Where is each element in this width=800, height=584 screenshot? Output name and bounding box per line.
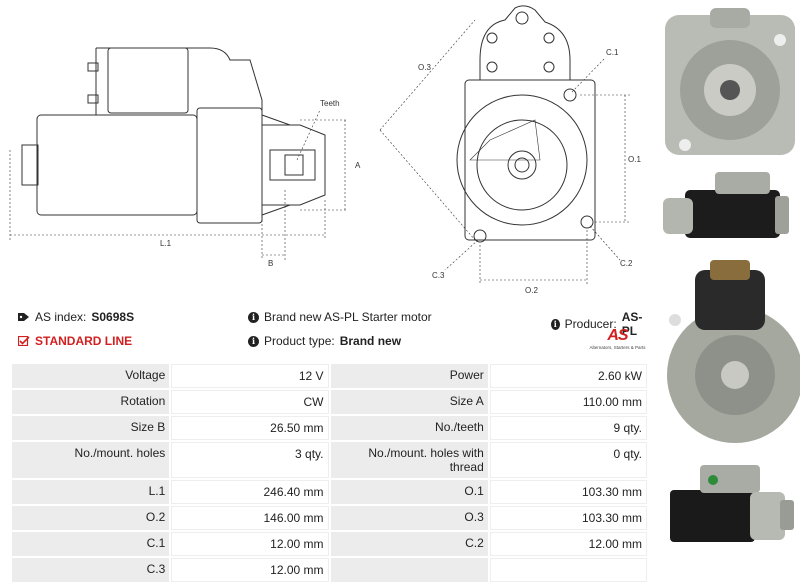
label-o1: O.1 xyxy=(628,155,641,164)
spec-value: 146.00 mm xyxy=(171,506,329,530)
label-o2: O.2 xyxy=(525,286,538,295)
product-info: AS index: S0698S STANDARD LINE i Brand n… xyxy=(10,305,650,357)
product-type: i Product type: Brand new xyxy=(248,334,401,348)
spec-label: Voltage xyxy=(12,364,170,388)
spec-label xyxy=(330,558,488,582)
side-view-drawing xyxy=(21,47,326,224)
producer-value: AS-PL xyxy=(621,310,643,338)
spec-value: 12.00 mm xyxy=(489,532,647,556)
info-icon: i xyxy=(551,318,560,330)
description-text: Brand new AS-PL Starter motor xyxy=(264,310,432,324)
spec-value: 12.00 mm xyxy=(171,532,329,556)
label-b: B xyxy=(268,259,273,268)
label-c2: C.2 xyxy=(620,259,633,268)
spec-label: C.1 xyxy=(12,532,170,556)
spec-label: No./teeth xyxy=(330,416,488,440)
product-type-value: Brand new xyxy=(339,334,402,348)
as-pl-logo: AS Alternators, Starters & Parts xyxy=(585,327,650,355)
as-index-value: S0698S xyxy=(91,310,135,324)
product-photos xyxy=(663,8,800,542)
standard-line: STANDARD LINE xyxy=(18,334,132,348)
spec-label: C.2 xyxy=(330,532,488,556)
logo-text: AS xyxy=(607,327,628,344)
producer: i Producer: AS-PL xyxy=(551,310,650,338)
spec-label: O.1 xyxy=(330,480,488,504)
spec-value: 2.60 kW xyxy=(489,364,647,388)
spec-value: 12.00 mm xyxy=(171,558,329,582)
as-index-label: AS index: xyxy=(35,310,87,324)
spec-value: CW xyxy=(171,390,329,414)
spec-value: 9 qty. xyxy=(489,416,647,440)
label-teeth: Teeth xyxy=(320,99,340,108)
standard-line-label: STANDARD LINE xyxy=(35,334,133,348)
spec-label: L.1 xyxy=(12,480,170,504)
spec-label: Size A xyxy=(330,390,488,414)
spec-value: 103.30 mm xyxy=(489,506,647,530)
spec-value: 103.30 mm xyxy=(489,480,647,504)
spec-label: O.2 xyxy=(12,506,170,530)
label-c3: C.3 xyxy=(432,271,445,280)
spec-value: 246.40 mm xyxy=(171,480,329,504)
as-index: AS index: S0698S xyxy=(18,310,134,324)
photo-side-small xyxy=(663,172,789,238)
label-c1: C.1 xyxy=(606,48,619,57)
info-icon: i xyxy=(248,311,259,323)
spec-label: No./mount. holes xyxy=(12,442,170,478)
info-icon: i xyxy=(248,335,259,347)
spec-label: Size B xyxy=(12,416,170,440)
spec-value: 3 qty. xyxy=(171,442,329,478)
description: i Brand new AS-PL Starter motor xyxy=(248,310,432,324)
photo-rear-view xyxy=(667,260,800,443)
checkbox-check-icon xyxy=(18,336,30,346)
spec-label: No./mount. holes with thread xyxy=(330,442,488,478)
spec-value: 26.50 mm xyxy=(171,416,329,440)
logo-subtitle: Alternators, Starters & Parts xyxy=(589,345,646,350)
spec-value: 110.00 mm xyxy=(489,390,647,414)
label-l1: L.1 xyxy=(160,239,172,248)
label-a: A xyxy=(355,161,361,170)
spec-value: 0 qty. xyxy=(489,442,647,478)
spec-value xyxy=(489,558,647,582)
photo-front-flange xyxy=(665,8,795,155)
spec-label: O.3 xyxy=(330,506,488,530)
front-view-drawing xyxy=(456,5,596,243)
product-type-label: Product type: xyxy=(264,334,335,348)
spec-value: 12 V xyxy=(171,364,329,388)
photo-side-large xyxy=(670,465,794,542)
producer-label: Producer: xyxy=(564,317,617,331)
tag-icon xyxy=(18,313,29,321)
spec-label: Power xyxy=(330,364,488,388)
spec-label: Rotation xyxy=(12,390,170,414)
spec-label: C.3 xyxy=(12,558,170,582)
label-o3: O.3 xyxy=(418,63,431,72)
technical-drawing: Teeth A B L.1 O.3 O.1 O.2 C.1 C.2 C. xyxy=(9,5,641,295)
